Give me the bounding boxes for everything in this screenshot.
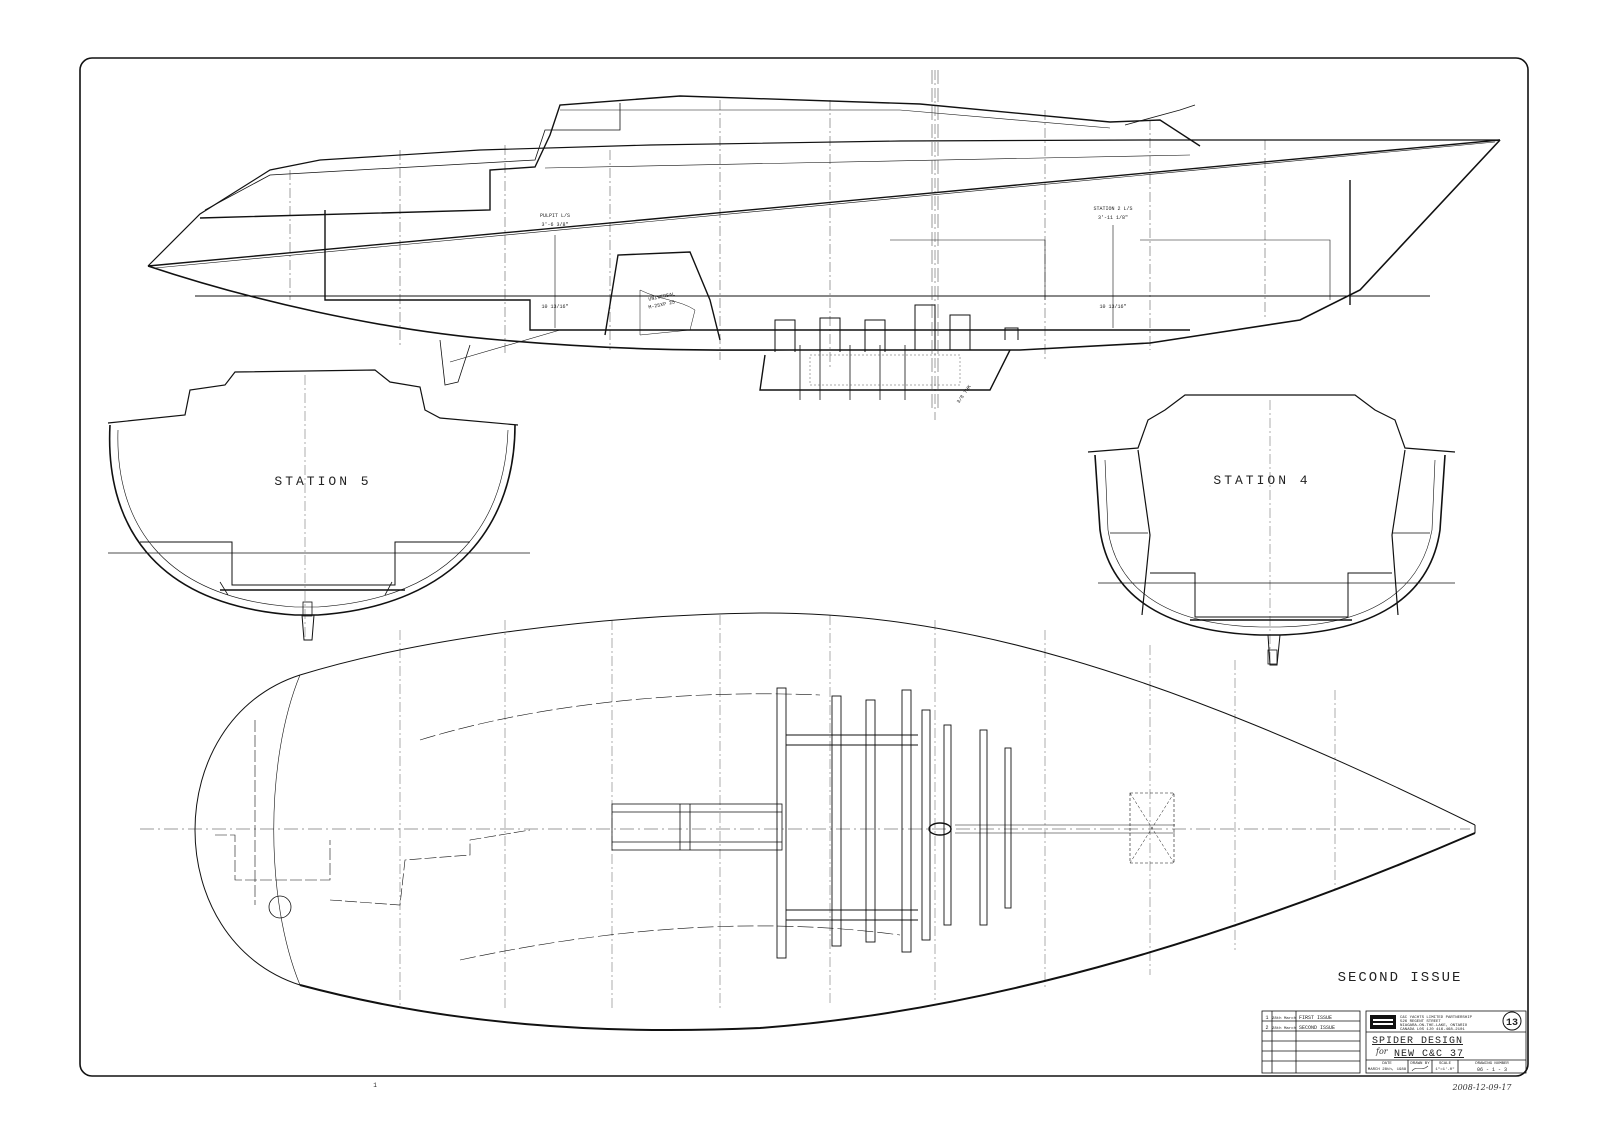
company-line-3: NIAGARA-ON-THE-LAKE, ONTARIO [1400, 1024, 1468, 1028]
waterline-aft: 10 13/16" [541, 304, 568, 310]
engine-label-1: UNIVERSAL [648, 291, 676, 302]
drawn-label: DRAWN BY [1410, 1062, 1430, 1066]
revision-block [1261, 1010, 1361, 1074]
profile-view [147, 70, 1501, 420]
revision-2-text: SECOND ISSUE [1299, 1025, 1335, 1031]
date-label: DATE [1382, 1062, 1392, 1066]
revision-1-date: 28th March [1272, 1016, 1297, 1021]
drawing-title: SPIDER DESIGN [1372, 1036, 1463, 1047]
company-line-1: C&C YACHTS LIMITED PARTNERSHIP [1400, 1016, 1473, 1020]
scale-label: SCALE [1439, 1062, 1452, 1066]
date-value: MARCH 28th, 1988 [1368, 1067, 1407, 1072]
scale-value: 1"=1'-0" [1435, 1067, 1454, 1072]
plan-view [140, 612, 1476, 1032]
keel-note: 3/8 THK [956, 384, 973, 405]
dim-fwd-label: STATION 2 L/S [1093, 206, 1132, 212]
company-line-4: CANADA L0S 1J0 416-468-2101 [1400, 1028, 1465, 1032]
station-4-label: STATION 4 [1213, 473, 1310, 488]
station-5-label: STATION 5 [274, 474, 371, 489]
dim-aft-label: PULPIT L/S [540, 213, 570, 219]
station-5-section [107, 369, 530, 641]
revision-1-mark: 1 [1265, 1015, 1268, 1021]
waterline-fwd: 10 13/16" [1099, 304, 1126, 310]
drawn-signature [1411, 1065, 1429, 1072]
dim-fwd-value: 3'-11 1/8" [1098, 215, 1128, 221]
drawing-number-label: DRAWING NUMBER [1475, 1062, 1509, 1066]
revision-2-mark: 2 [1265, 1025, 1268, 1031]
sheet-border [79, 57, 1529, 1077]
company-logo [1370, 1015, 1396, 1029]
drawing-number-value: 06 - 1 - 3 [1477, 1067, 1507, 1073]
archive-stamp: 2008-12-09-17 [1451, 1083, 1512, 1092]
engine-label-2: M-25XP 25 [648, 299, 676, 310]
revision-1-text: FIRST ISSUE [1299, 1015, 1332, 1021]
company-line-2: 526 REGENT STREET [1400, 1020, 1441, 1024]
sheet-number-circle [1502, 1011, 1522, 1031]
revision-2-date: 28th March [1272, 1026, 1297, 1031]
for-label: for [1375, 1047, 1389, 1056]
issue-label: SECOND ISSUE [1338, 970, 1463, 986]
project-name: NEW C&C 37 [1394, 1049, 1464, 1060]
title-block [1365, 1010, 1527, 1074]
sheet-number: 13 [1506, 1018, 1518, 1029]
station-4-section [1087, 394, 1456, 666]
dim-aft-value: 3'-6 3/8" [541, 222, 568, 228]
margin-mark: 1 [373, 1082, 377, 1089]
